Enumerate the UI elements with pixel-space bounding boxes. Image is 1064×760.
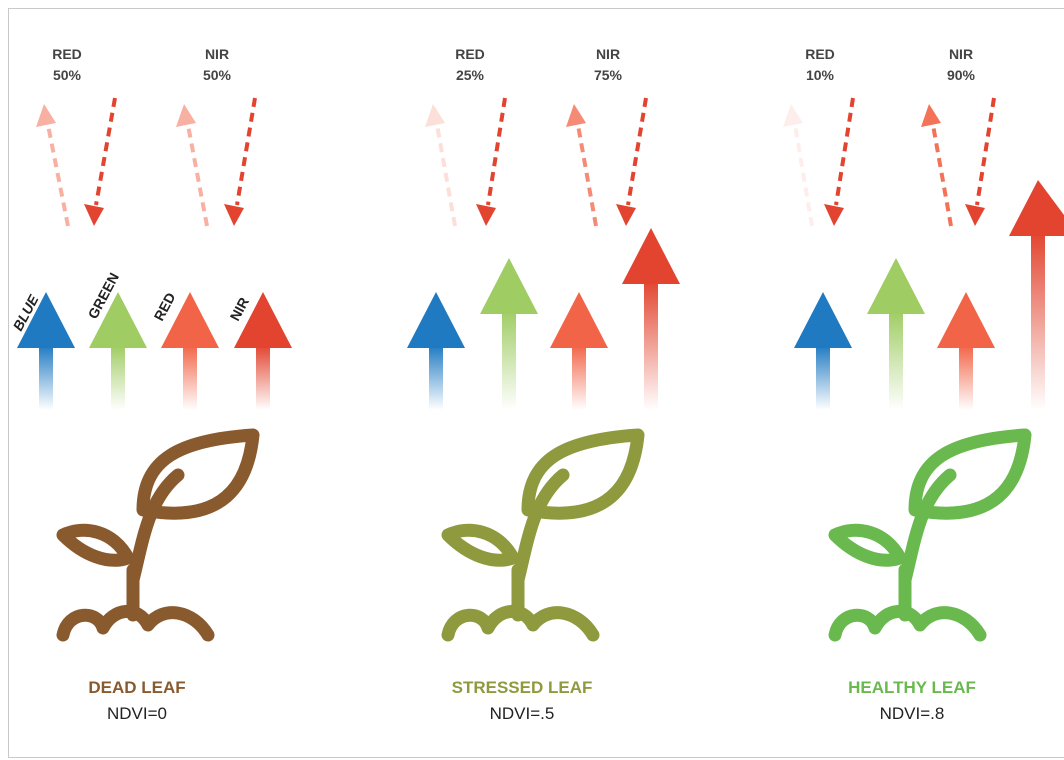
leaf-name: STRESSED LEAF xyxy=(452,678,593,697)
nir-incident-arrow xyxy=(616,97,648,226)
red-reflected-arrow xyxy=(425,104,457,227)
band-label-red: RED xyxy=(151,290,179,324)
nir-band-arrow xyxy=(1009,180,1064,410)
reflect-nir-label: NIR xyxy=(205,46,229,62)
blue-band-arrow xyxy=(17,292,75,410)
leaf-name: HEALTHY LEAF xyxy=(848,678,976,697)
reflect-red-percent: 10% xyxy=(806,67,835,83)
red-band-arrow xyxy=(161,292,219,410)
red-reflected-arrow xyxy=(783,104,814,227)
red-incident-arrow xyxy=(476,97,507,226)
nir-reflected-arrow xyxy=(566,104,598,227)
nir-reflected-arrow xyxy=(921,104,953,227)
reflect-nir-percent: 50% xyxy=(203,67,232,83)
ndvi-value: NDVI=0 xyxy=(107,704,167,723)
panel-dead: RED 50% NIR 50% xyxy=(10,46,292,723)
green-band-arrow xyxy=(867,258,925,410)
ndvi-value: NDVI=.8 xyxy=(880,704,945,723)
healthy-plant-icon xyxy=(828,428,1032,642)
nir-reflected-arrow xyxy=(176,104,209,227)
green-band-arrow xyxy=(480,258,538,410)
red-reflected-arrow xyxy=(36,104,70,227)
reflect-red-label: RED xyxy=(805,46,835,62)
red-band-arrow xyxy=(937,292,995,410)
reflect-red-percent: 25% xyxy=(456,67,485,83)
dead-plant-icon xyxy=(56,428,260,642)
reflect-red-percent: 50% xyxy=(53,67,82,83)
diagram-frame xyxy=(8,8,1064,758)
leaf-name: DEAD LEAF xyxy=(88,678,185,697)
band-label-nir: NIR xyxy=(227,295,252,324)
ndvi-value: NDVI=.5 xyxy=(490,704,555,723)
reflect-nir-label: NIR xyxy=(949,46,973,62)
reflect-nir-percent: 75% xyxy=(594,67,623,83)
blue-band-arrow xyxy=(407,292,465,410)
red-band-arrow xyxy=(550,292,608,410)
nir-incident-arrow xyxy=(965,97,996,226)
reflect-nir-label: NIR xyxy=(596,46,620,62)
stressed-plant-icon xyxy=(441,428,645,642)
red-incident-arrow xyxy=(84,97,117,226)
reflect-red-label: RED xyxy=(455,46,485,62)
nir-incident-arrow xyxy=(224,97,257,226)
reflect-red-label: RED xyxy=(52,46,82,62)
blue-band-arrow xyxy=(794,292,852,410)
red-incident-arrow xyxy=(824,97,855,226)
reflect-nir-percent: 90% xyxy=(947,67,976,83)
green-band-arrow xyxy=(89,292,147,410)
panel-stressed: RED 25% NIR 75% xyxy=(407,46,680,723)
nir-band-arrow xyxy=(234,292,292,410)
nir-band-arrow xyxy=(622,228,680,410)
panel-healthy: RED 10% NIR 90% xyxy=(783,46,1064,723)
